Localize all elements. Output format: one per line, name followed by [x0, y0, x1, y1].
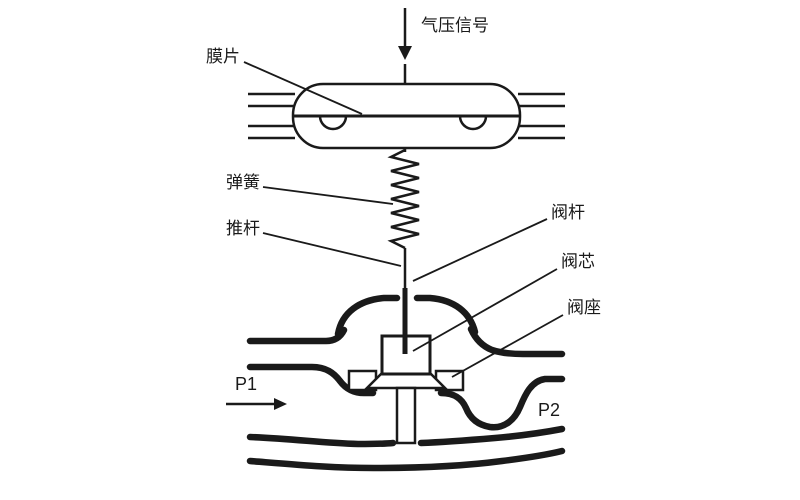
valve-seat-leader: [451, 314, 564, 378]
label-push-rod: 推杆: [226, 219, 260, 238]
valve-stem-leader: [412, 218, 548, 282]
inlet-top-wall: [246, 326, 348, 345]
spring-leader: [262, 186, 394, 205]
bottom-inner-wall-left: [246, 433, 397, 448]
bottom-outer-wall: [246, 447, 566, 472]
label-inlet-p1: P1: [235, 374, 257, 394]
bonnet-right-wall: [413, 294, 479, 336]
seat-right-wall: [437, 375, 566, 431]
valve-core-leader: [412, 268, 558, 352]
spring-coil: [387, 148, 420, 250]
diaphragm-actuator: [248, 82, 565, 150]
labels: 气压信号 膜片 弹簧 推杆 阀杆 阀芯 阀座 P1 P2: [206, 16, 601, 420]
inlet-bottom-wall: [246, 363, 377, 397]
air-signal-arrow: [398, 8, 412, 84]
push-rod-leader: [262, 232, 402, 267]
label-air-signal: 气压信号: [421, 16, 489, 35]
label-outlet-p2: P2: [538, 400, 560, 420]
air-signal-arrowhead-icon: [398, 46, 412, 60]
valve-body: [246, 294, 566, 472]
diaphragm-clamp-left: [318, 115, 348, 131]
plug-seat-assembly: [347, 288, 465, 445]
diaphragm-leader: [243, 61, 363, 115]
leader-lines: [243, 61, 564, 378]
plug-lower-stem: [395, 386, 417, 445]
label-spring: 弹簧: [226, 173, 260, 192]
outlet-top-wall: [467, 325, 566, 358]
bonnet-left-wall: [334, 294, 401, 338]
spring-assembly: [387, 148, 420, 290]
label-valve-seat: 阀座: [567, 298, 601, 317]
diaphragm-clamp-right: [458, 115, 488, 131]
bottom-inner-wall-right: [417, 425, 566, 447]
label-diaphragm: 膜片: [206, 47, 240, 66]
label-valve-stem: 阀杆: [551, 203, 585, 222]
flow-arrow-p1: [226, 398, 287, 410]
label-valve-core: 阀芯: [561, 252, 595, 271]
flow-arrowhead-icon: [274, 398, 287, 410]
